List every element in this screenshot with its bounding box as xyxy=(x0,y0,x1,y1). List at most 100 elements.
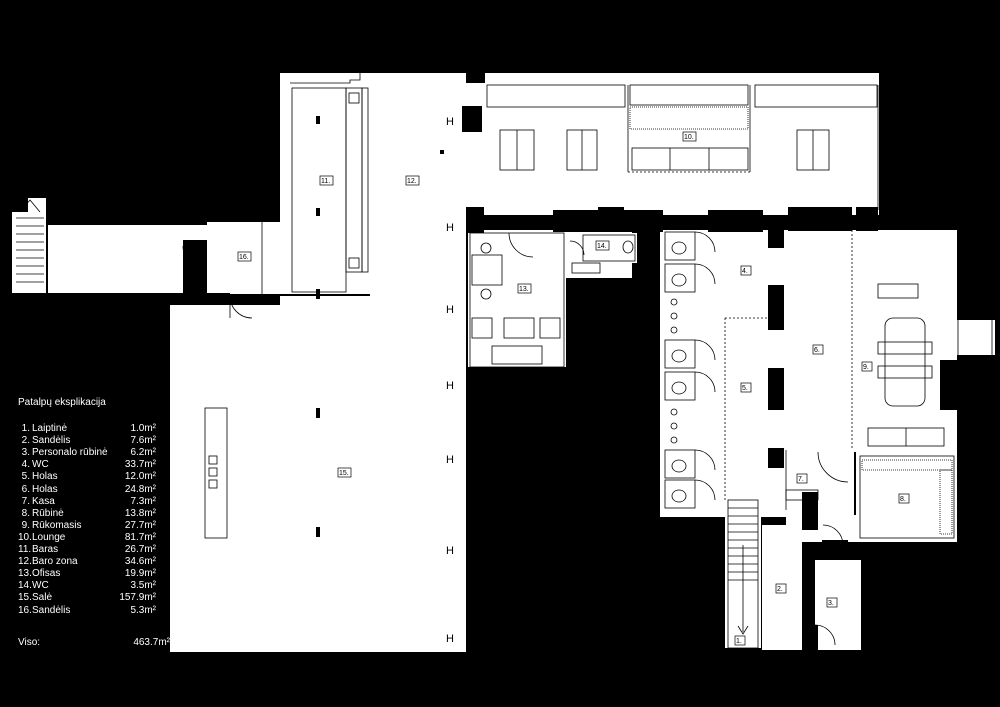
legend-num: 6. xyxy=(21,483,30,495)
legend-area: 27.7m² xyxy=(124,519,156,531)
room-label-10: 10. xyxy=(684,134,694,141)
walls xyxy=(12,106,958,650)
legend-name: Baro zona xyxy=(32,556,78,568)
legend-name: Holas xyxy=(32,471,58,483)
room-15-floor xyxy=(170,305,466,652)
smoking-table xyxy=(884,317,926,407)
legend-total-label: Viso: xyxy=(18,636,41,648)
legend-name: Rūbinė xyxy=(32,507,64,519)
legend-name: Sandėlis xyxy=(32,604,71,616)
room-9-floor xyxy=(852,230,957,450)
legend-num: 15. xyxy=(18,592,32,604)
room-labels: 1. 2. 3. 4. 5. 6. 7. 8. 9. 10. 11. 12. 1… xyxy=(237,131,910,646)
legend-name: Rūkomasis xyxy=(32,519,82,531)
svg-text:H: H xyxy=(446,545,454,557)
legend-area: 5.3m² xyxy=(130,604,156,616)
svg-text:H: H xyxy=(446,222,454,234)
legend-name: Salė xyxy=(32,592,53,604)
legend-row: 11.Baras 26.7m² xyxy=(18,544,156,556)
room-label-14: 14. xyxy=(597,243,607,250)
cloakroom-rack xyxy=(859,455,955,539)
room-label-15: 15. xyxy=(339,470,349,477)
svg-text:I: I xyxy=(857,211,860,223)
legend-area: 81.7m² xyxy=(124,531,156,543)
legend-area: 7.3m² xyxy=(130,495,156,507)
legend-num: 8. xyxy=(21,507,30,519)
legend-num: 16. xyxy=(18,604,32,616)
legend-area: 6.2m² xyxy=(130,447,156,459)
room-label-3: 3. xyxy=(828,600,834,607)
legend-row: 14.WC 3.5m² xyxy=(18,580,156,592)
legend-row: 16.Sandėlis 5.3m² xyxy=(18,605,156,617)
room-label-6: 6. xyxy=(814,347,820,354)
office-sofa xyxy=(491,345,543,365)
svg-text:H: H xyxy=(446,633,454,645)
legend-num: 13. xyxy=(18,568,32,580)
legend-num: 7. xyxy=(21,495,30,507)
plan-details xyxy=(16,73,993,649)
room-10-floor xyxy=(466,83,879,215)
room-label-2: 2. xyxy=(777,586,783,593)
legend-num: 11. xyxy=(18,544,32,556)
svg-text:H: H xyxy=(446,116,454,128)
legend-num: 3. xyxy=(21,447,30,459)
wc-stalls xyxy=(664,231,716,509)
legend-row: 7.Kasa 7.3m² xyxy=(18,496,156,508)
lounge-hatch xyxy=(629,106,749,130)
legend-area: 3.5m² xyxy=(130,580,156,592)
room-label-5: 5. xyxy=(742,385,748,392)
legend-name: Holas xyxy=(32,483,58,495)
legend-num: 4. xyxy=(21,459,30,471)
room-label-16: 16. xyxy=(239,254,249,261)
legend-row: 15.Salė 157.9m² xyxy=(18,592,156,604)
room-12-floor xyxy=(280,73,466,305)
svg-text:H: H xyxy=(446,454,454,466)
legend-row: 6.Holas 24.8m² xyxy=(18,484,156,496)
legend-area: 12.0m² xyxy=(124,471,156,483)
legend-name: Personalo rūbinė xyxy=(32,447,108,459)
stairs-lower xyxy=(727,499,759,649)
legend-num: 2. xyxy=(21,435,30,447)
legend-num: 1. xyxy=(21,423,30,435)
legend-area: 7.6m² xyxy=(130,435,156,447)
legend-num: 10. xyxy=(18,531,32,543)
legend-name: WC xyxy=(32,580,49,592)
legend-row: 3.Personalo rūbinė 6.2m² xyxy=(18,447,156,459)
legend-name: WC xyxy=(32,459,49,471)
legend-row: 2.Sandėlis 7.6m² xyxy=(18,435,156,447)
legend-area: 24.8m² xyxy=(124,483,156,495)
legend-name: Laiptinė xyxy=(32,423,68,435)
legend-name: Kasa xyxy=(32,495,55,507)
column-markers: H H H H H H H I xyxy=(446,116,860,645)
room-label-8: 8. xyxy=(900,496,906,503)
legend-name: Sandėlis xyxy=(32,435,71,447)
legend-total: Viso: 463.7m² xyxy=(18,637,170,649)
legend-row: 4.WC 33.7m² xyxy=(18,459,156,471)
legend-num: 14. xyxy=(18,580,32,592)
legend-row: 12.Baro zona 34.6m² xyxy=(18,556,156,568)
room-3-floor xyxy=(815,560,861,650)
stairs-left xyxy=(16,199,44,283)
room-label-4: 4. xyxy=(742,268,748,275)
legend-area: 33.7m² xyxy=(124,459,156,471)
legend-name: Ofisas xyxy=(32,568,61,580)
legend-area: 13.8m² xyxy=(124,507,156,519)
legend-area: 26.7m² xyxy=(124,544,156,556)
svg-text:H: H xyxy=(446,304,454,316)
legend-area: 157.9m² xyxy=(119,592,156,604)
legend-title: Patalpų eksplikacija xyxy=(18,397,106,408)
legend-num: 12. xyxy=(18,556,32,568)
legend-name: Baras xyxy=(32,544,59,556)
room-label-13: 13. xyxy=(519,286,529,293)
hall-bar xyxy=(204,407,228,539)
room-label-1: 1. xyxy=(736,638,742,645)
legend-area: 34.6m² xyxy=(124,556,156,568)
room-label-11: 11. xyxy=(321,178,330,185)
